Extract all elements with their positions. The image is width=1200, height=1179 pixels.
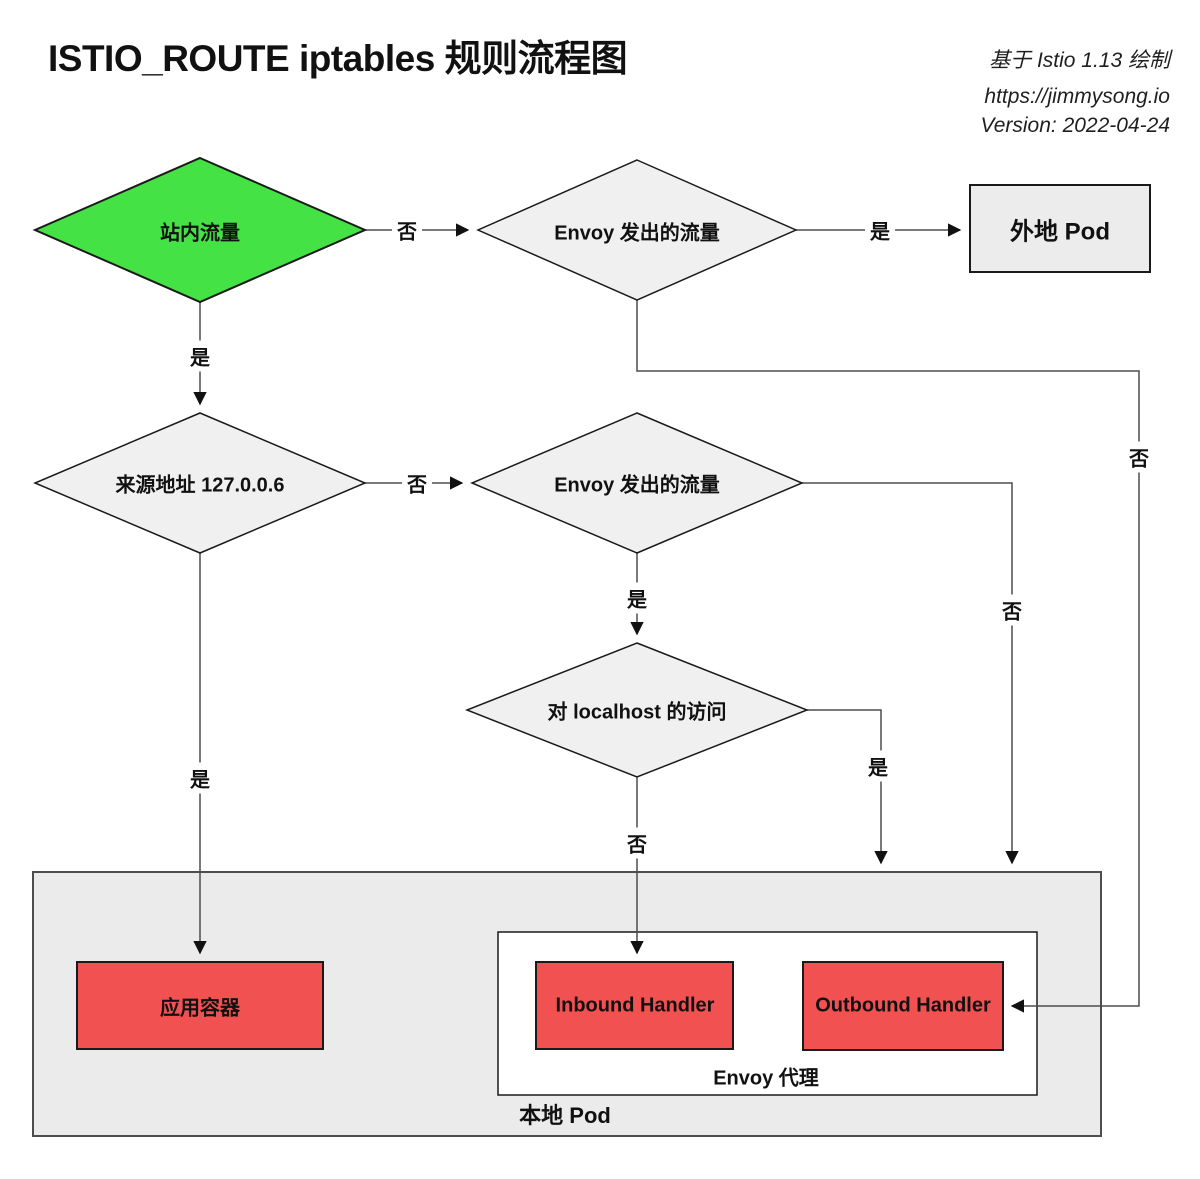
envoy-proxy-label: Envoy 代理	[713, 1067, 819, 1090]
localhost-access-label: 对 localhost 的访问	[547, 701, 727, 724]
intra-traffic-diamond	[32, 156, 368, 304]
outbound-handler-box	[802, 961, 1004, 1051]
meta-based-on: 基于 Istio 1.13 绘制	[989, 49, 1170, 72]
envoy-out-top-diamond	[476, 159, 798, 301]
outbound-handler-label: Outbound Handler	[815, 994, 991, 1017]
edge-label-yes-1: 是	[865, 214, 895, 246]
envoy-out-top-label: Envoy 发出的流量	[554, 222, 720, 245]
localhost-access-diamond	[464, 642, 810, 778]
meta-website: https://jimmysong.io	[984, 85, 1170, 108]
meta-version: Version: 2022-04-24	[980, 114, 1170, 137]
edge-label-yes-2: 是	[185, 340, 215, 372]
edge-label-no-2: 否	[402, 467, 432, 499]
edge-localhost-yes	[807, 709, 888, 865]
inbound-handler-box	[535, 961, 734, 1050]
edge-envoymid-no	[802, 482, 1019, 865]
edge-label-yes-3: 是	[622, 582, 652, 614]
edge-label-no-1: 否	[392, 214, 422, 246]
source-addr-diamond	[33, 412, 367, 554]
edge-label-no-5: 否	[1124, 441, 1154, 473]
local-pod-label: 本地 Pod	[519, 1103, 611, 1128]
edge-envoytop-no	[636, 300, 1140, 1013]
envoy-out-mid-label: Envoy 发出的流量	[554, 474, 720, 497]
app-container-box	[76, 961, 324, 1050]
app-container-label: 应用容器	[160, 997, 240, 1020]
edges	[193, 223, 1140, 1013]
inbound-handler-label: Inbound Handler	[555, 994, 715, 1017]
external-pod-box	[969, 184, 1151, 273]
source-addr-label: 来源地址 127.0.0.6	[115, 474, 285, 497]
edge-label-yes-5: 是	[185, 762, 215, 794]
intra-traffic-label: 站内流量	[160, 222, 240, 245]
edge-label-yes-4: 是	[863, 750, 893, 782]
envoy-out-mid-diamond	[470, 412, 804, 554]
edge-label-no-4: 否	[997, 594, 1027, 626]
page-title: ISTIO_ROUTE iptables 规则流程图	[48, 38, 628, 79]
external-pod-label: 外地 Pod	[1010, 218, 1110, 246]
edge-label-no-3: 否	[622, 827, 652, 859]
